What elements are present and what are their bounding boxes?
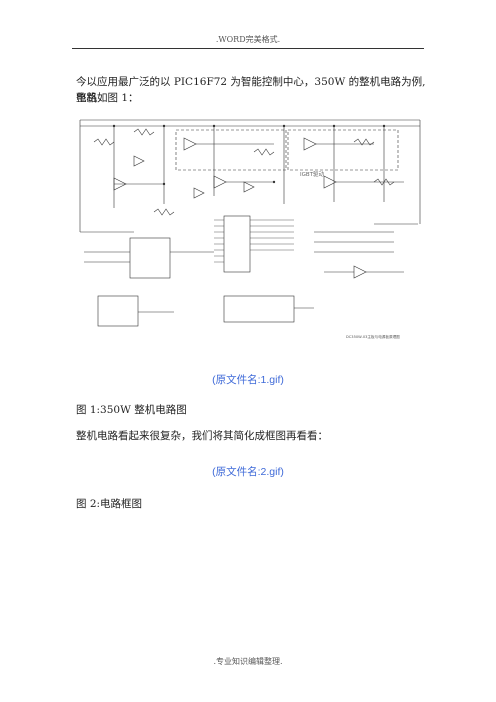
intro-line-2: 电路如图 1： bbox=[76, 92, 139, 104]
figure2-label: 图 2:电路框图 bbox=[76, 498, 143, 510]
header-rule bbox=[72, 48, 424, 49]
figure2-filename-caption: (原文件名:2.gif) bbox=[212, 466, 284, 478]
figure1-label: 图 1:350W 整机电路图 bbox=[76, 404, 187, 416]
page-footer: .专业知识编辑整理. bbox=[213, 657, 283, 666]
intro-line-1: 今以应用最广泛的以 PIC16F72 为智能控制中心，350W 的整机电路为例,… bbox=[76, 76, 426, 104]
body-paragraph-2: 整机电路看起来很复杂，我们将其简化成框图再看看： bbox=[76, 430, 328, 442]
figure1-filename-caption: (原文件名:1.gif) bbox=[212, 374, 284, 386]
igbt-driver-label: IGBT驱动 bbox=[300, 171, 325, 178]
page-header: .WORD完美格式. bbox=[215, 35, 281, 44]
schematic-title-stamp: DC350W-03主板与电源板原理图 bbox=[346, 334, 400, 339]
circuit-schematic-image: IGBT驱动 DC350W-03主板与电源板原理图 bbox=[79, 119, 421, 339]
